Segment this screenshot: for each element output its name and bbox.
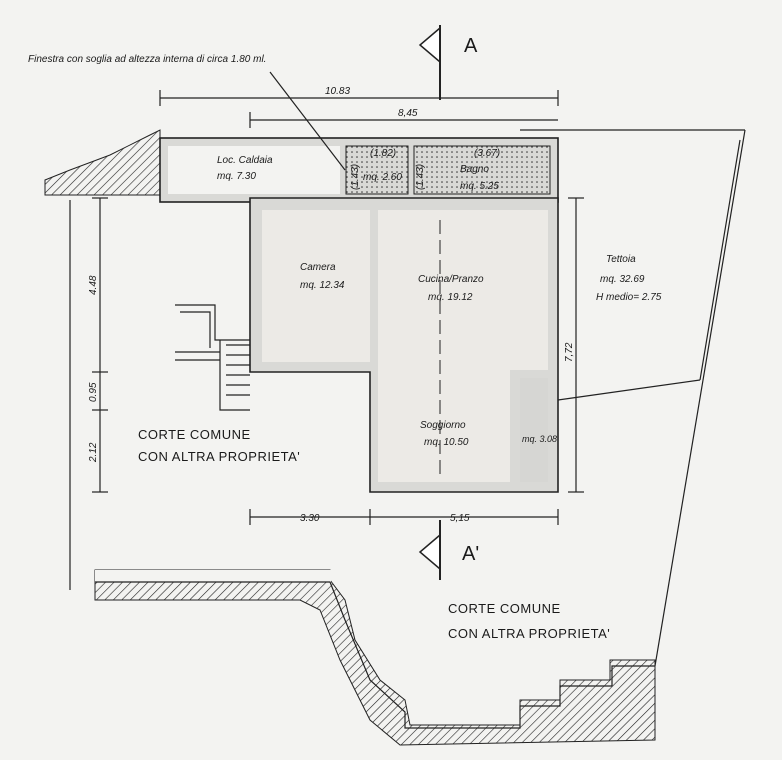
boundary-line-right xyxy=(654,129,746,667)
room-soggiorno xyxy=(378,370,510,482)
window-note: Finestra con soglia ad altezza interna d… xyxy=(28,54,266,65)
tettoia-edge xyxy=(557,379,701,401)
section-mark-bottom: A' xyxy=(418,520,479,580)
dim-bottom-left: 3.30 xyxy=(300,513,320,524)
ground-outline xyxy=(95,581,655,729)
section-mark-top: A xyxy=(418,25,478,100)
dim-wc-width: (1.82) xyxy=(370,148,396,159)
room-cucina xyxy=(378,210,548,370)
ground-hatch-left xyxy=(44,129,161,196)
room-name: Bagno xyxy=(460,164,489,175)
room-area: mq. 3.08 xyxy=(522,434,557,444)
dim-left-1: 4.48 xyxy=(88,275,99,295)
courtyard-label: CON ALTRA PROPRIETA' xyxy=(448,626,610,641)
dim-total-width: 10.83 xyxy=(325,86,350,97)
room-area: mq. 2.60 xyxy=(363,172,402,183)
room-name: Camera xyxy=(300,262,336,273)
dim-left-2: 0.95 xyxy=(88,382,99,402)
dimension-lines xyxy=(92,90,584,525)
dim-wc-depth: (1.43) xyxy=(350,164,361,190)
room-name: Soggiorno xyxy=(420,420,466,431)
room-camera xyxy=(262,210,370,362)
room-name: Cucina/Pranzo xyxy=(418,274,484,285)
room-wc xyxy=(345,145,409,195)
dim-right: 7,72 xyxy=(564,342,575,362)
dim-left-3: 2.12 xyxy=(88,442,99,463)
room-extra: H medio= 2.75 xyxy=(596,292,662,303)
courtyard-label: CON ALTRA PROPRIETA' xyxy=(138,449,300,464)
ground-hatch-bottom xyxy=(94,569,656,746)
room-area: mq. 10.50 xyxy=(424,437,469,448)
dim-bottom-right: 5,15 xyxy=(450,513,470,524)
room-bagno xyxy=(413,145,551,195)
stair xyxy=(175,304,250,411)
courtyard-label: CORTE COMUNE xyxy=(448,601,561,616)
note-leader xyxy=(269,71,346,171)
svg-text:A: A xyxy=(464,35,478,57)
dim-inner-width: 8,45 xyxy=(398,108,418,119)
room-area: mq. 32.69 xyxy=(600,274,645,285)
dim-bath-depth: (1.43) xyxy=(415,164,426,190)
room-loc-caldaia xyxy=(168,146,340,194)
room-area: mq. 5.25 xyxy=(460,181,499,192)
dim-bath-width: (3.67) xyxy=(474,148,500,159)
svg-text:A': A' xyxy=(462,543,479,565)
courtyard-label: CORTE COMUNE xyxy=(138,427,251,442)
room-area: mq. 12.34 xyxy=(300,280,345,291)
room-area: mq. 7.30 xyxy=(217,171,256,182)
room-area: mq. 19.12 xyxy=(428,292,473,303)
tettoia-edge-right xyxy=(699,139,741,381)
room-small xyxy=(520,378,548,482)
room-name: Tettoia xyxy=(606,254,636,265)
room-name: Loc. Caldaia xyxy=(217,155,273,166)
